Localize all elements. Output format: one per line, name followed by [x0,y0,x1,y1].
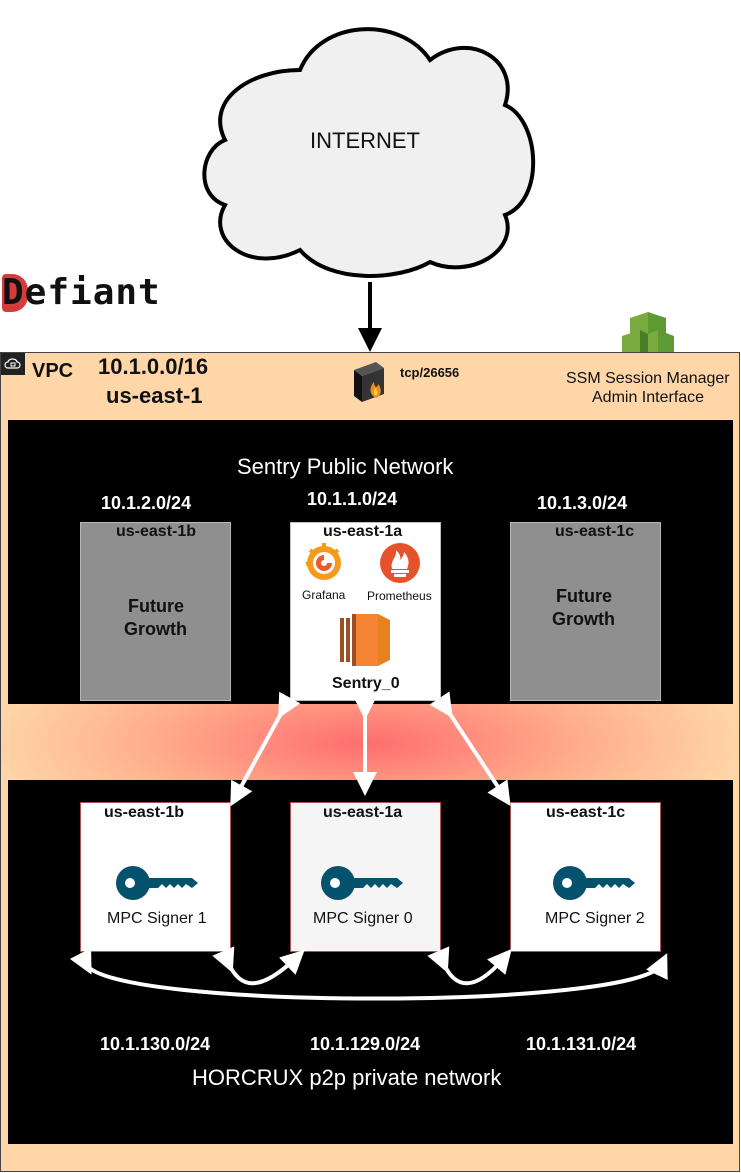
signer-az: us-east-1c [546,804,626,821]
signer-name: MPC Signer 1 [107,910,207,927]
vpc-cidr: 10.1.0.0/16 [98,354,209,379]
signer-cidr: 10.1.129.0/24 [310,1034,421,1054]
ssm-line1: SSM Session Manager [566,370,730,387]
future-growth-line1: Future [128,596,184,616]
subnet-cidr: 10.1.3.0/24 [537,493,628,513]
signer-name: MPC Signer 2 [545,910,645,927]
subnet-cidr: 10.1.2.0/24 [101,493,192,513]
ssm-line2: Admin Interface [592,389,705,406]
signer-subnet [80,802,231,952]
future-growth-line1: Future [556,586,612,606]
future-growth-subnet [80,522,231,701]
key-icon [321,866,403,900]
signer-subnet [290,802,441,952]
arrow-signer1-signer2 [69,947,668,1001]
vpc-region: us-east-1 [106,383,203,408]
horcrux-network-title: HORCRUX p2p private network [192,1065,502,1090]
internet-arrow [358,282,382,352]
sentry-network-title: Sentry Public Network [237,454,454,479]
future-growth-line2: Growth [124,619,187,639]
future-growth-line2: Growth [552,609,615,629]
future-growth-subnet [510,522,661,701]
signer-az: us-east-1a [323,804,403,821]
subnet-az: us-east-1c [555,523,635,540]
internet-label: INTERNET [310,128,420,153]
arrow-sentry-signer1 [230,691,301,807]
ec2-icon [340,614,390,666]
defiant-logo: Defiant [2,272,172,316]
subnet-cidr: 10.1.1.0/24 [307,489,398,509]
grafana-label: Grafana [302,588,346,602]
subnet-az: us-east-1b [116,523,197,540]
key-icon [553,866,635,900]
signer-name: MPC Signer 0 [313,910,413,927]
signer-az: us-east-1b [104,804,185,821]
internet-cloud [202,27,536,278]
vpc-icon [1,353,25,375]
signer-cidr: 10.1.130.0/24 [100,1034,211,1054]
prometheus-icon [380,543,420,583]
sentry-node-label: Sentry_0 [332,675,400,692]
subnet-az: us-east-1a [323,523,403,540]
arrow-signer1-signer0 [212,946,305,986]
grafana-icon [305,543,341,580]
arrow-signer0-signer2 [427,946,512,986]
ssm-icon [622,312,674,358]
defiant-logo-text: Defiant [2,272,161,313]
prometheus-label: Prometheus [367,589,432,603]
arrow-sentry-signer2 [429,691,511,807]
port-label: tcp/26656 [400,365,460,380]
vpc-label: VPC [32,360,74,382]
firewall-icon [354,362,384,402]
key-icon [116,866,198,900]
signer-cidr: 10.1.131.0/24 [526,1034,637,1054]
